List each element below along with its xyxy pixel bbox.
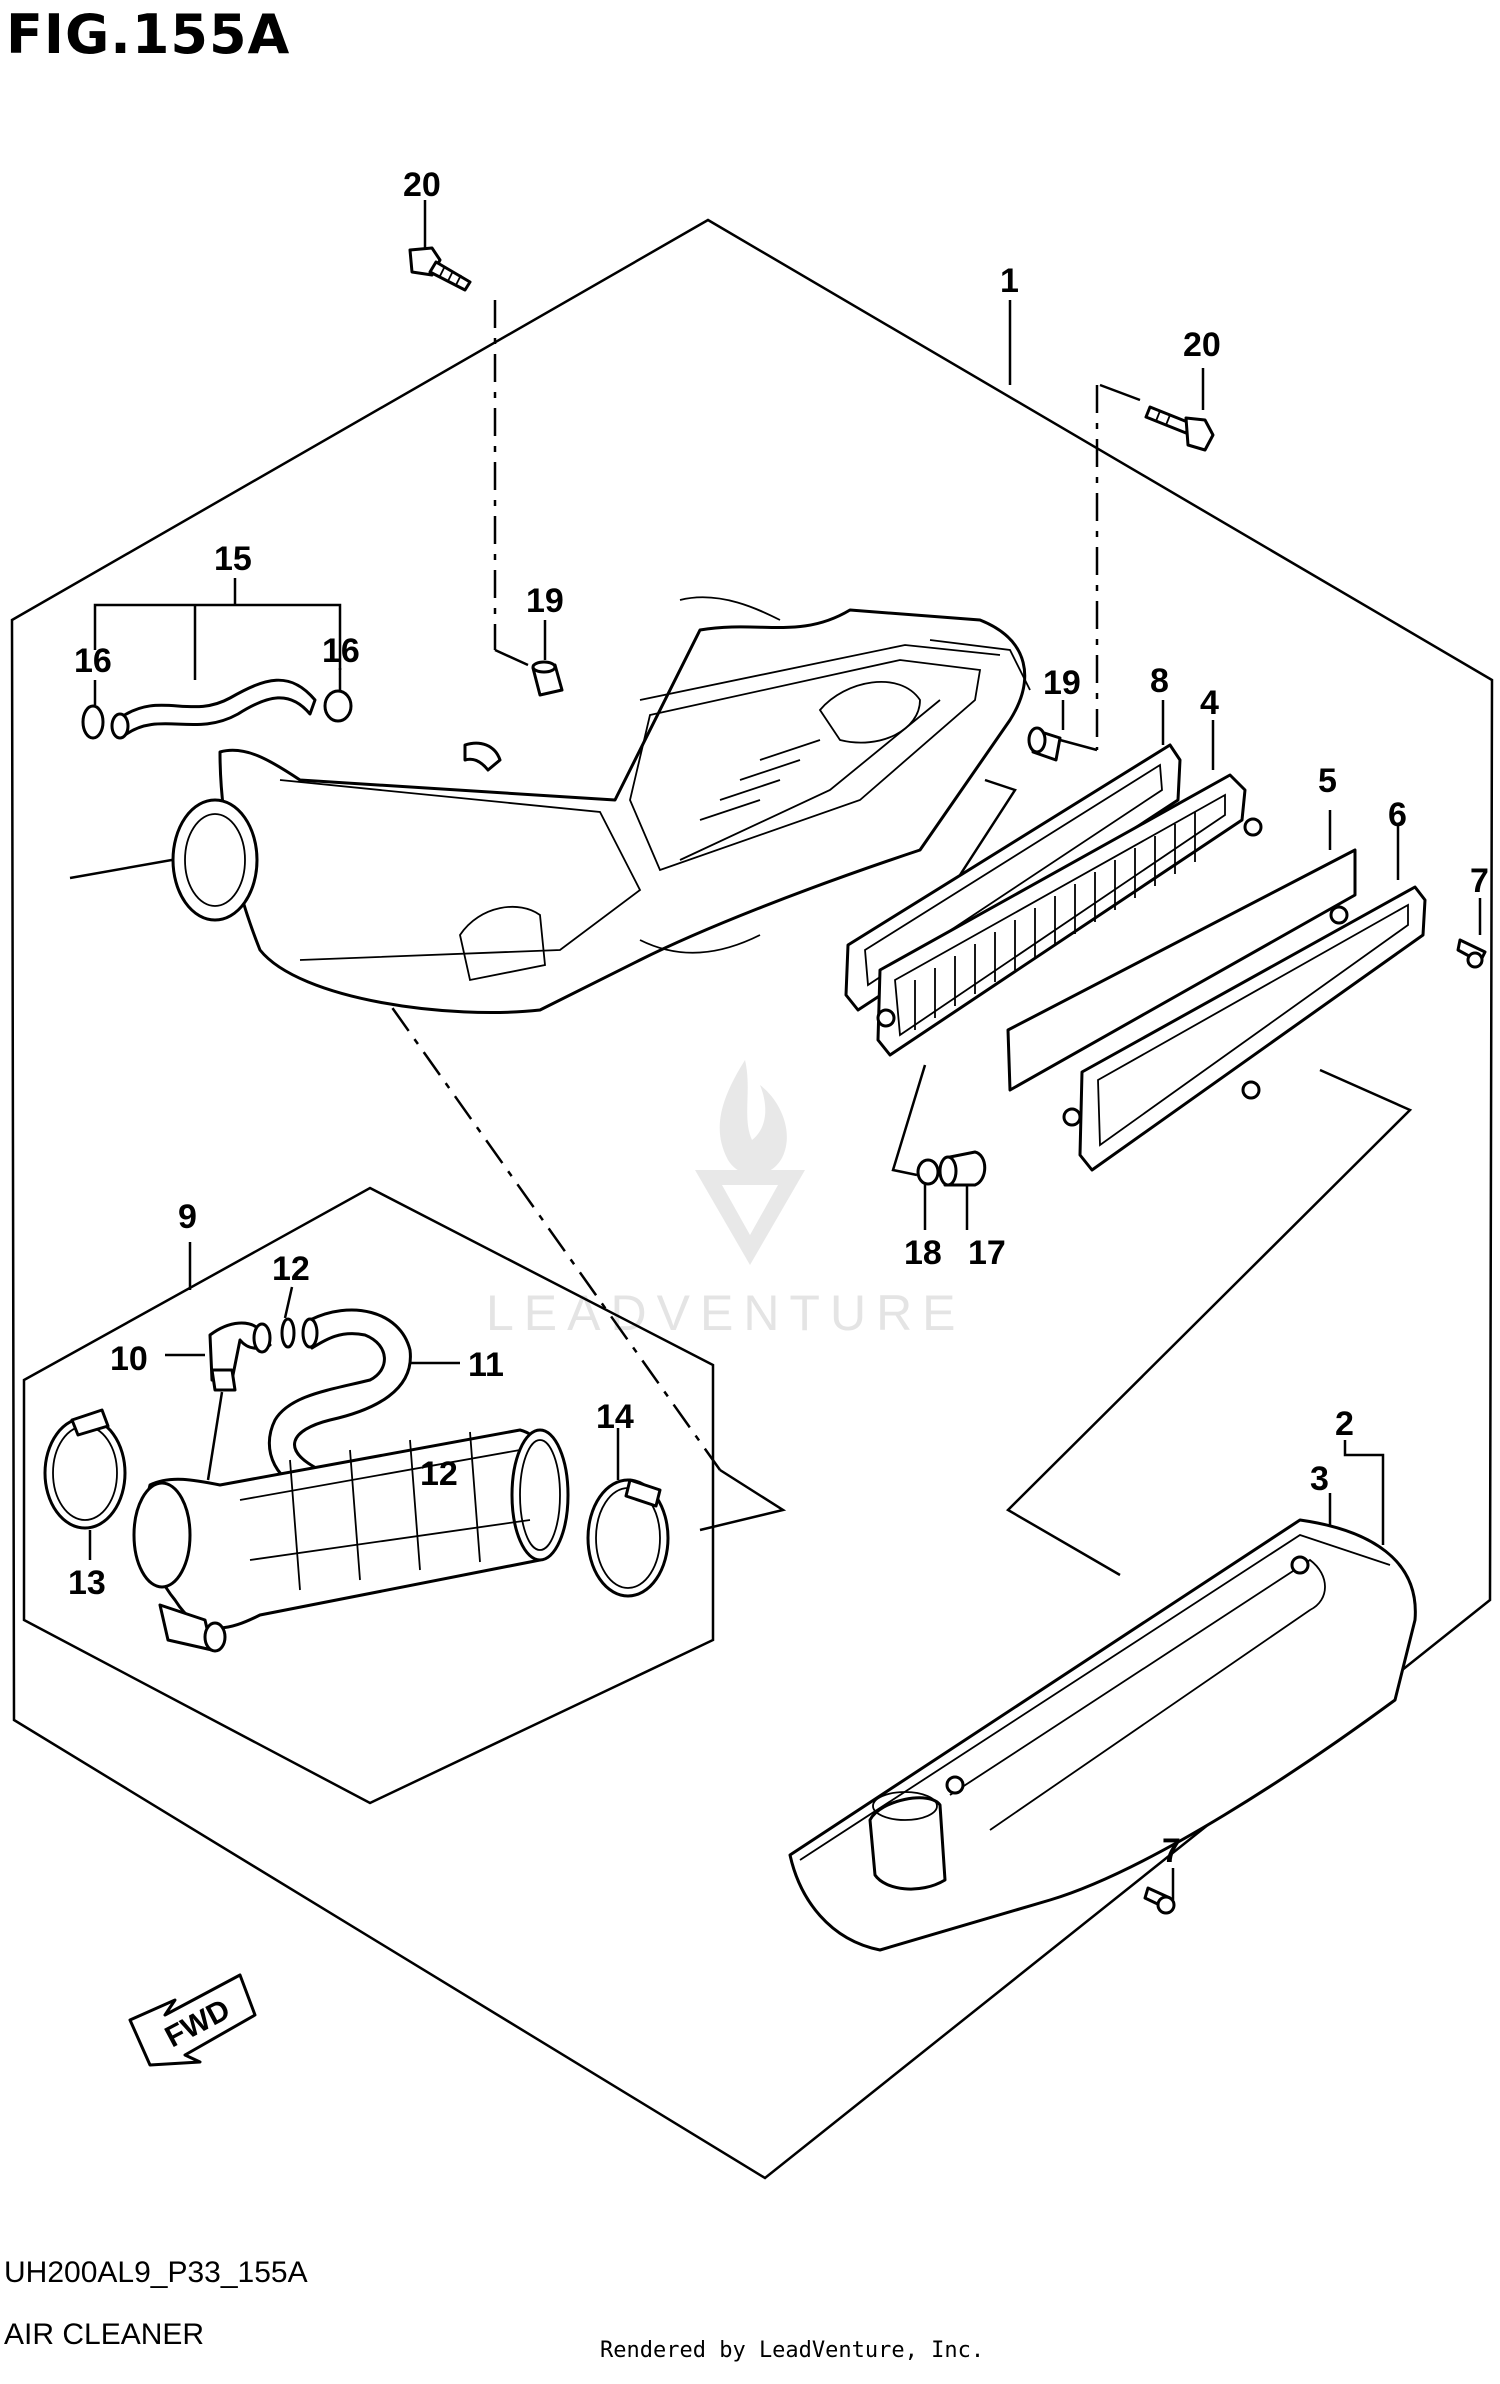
callout-20-right: 20 <box>1183 326 1221 364</box>
leader-15 <box>93 603 342 670</box>
leader-box-to-cover <box>1005 1068 1413 1577</box>
callout-16-right: 16 <box>322 632 360 670</box>
leader-filter-case <box>958 778 1017 876</box>
callout-17: 17 <box>968 1234 1006 1272</box>
callout-9: 9 <box>178 1198 197 1236</box>
callout-15: 15 <box>214 540 252 578</box>
intake-port <box>171 798 259 922</box>
callout-12-bottom: 12 <box>420 1455 458 1493</box>
callout-labels: 1 2 3 4 5 6 7 7 8 9 10 11 12 12 13 14 15… <box>68 166 1489 1870</box>
watermark-flame-icon <box>719 1060 787 1175</box>
breather-hose-15 <box>118 678 317 737</box>
callout-13: 13 <box>68 1564 106 1602</box>
leader-intake-hose-dash <box>328 919 722 1471</box>
callout-2: 2 <box>1335 1405 1354 1443</box>
filter-frame-6 <box>1062 826 1427 1172</box>
intake-pipe <box>132 1428 570 1653</box>
figure-code: UH200AL9_P33_155A <box>4 2256 308 2289</box>
callout-10: 10 <box>110 1340 148 1378</box>
callout-12-top: 12 <box>272 1250 310 1288</box>
callout-19-right: 19 <box>1043 664 1081 702</box>
fwd-arrow-icon: FWD <box>128 1973 257 2067</box>
filter-element-4 <box>876 720 1263 1057</box>
figure-title: FIG.155A <box>6 3 291 66</box>
clamp-14 <box>586 1428 670 1598</box>
intake-port-inner <box>184 813 246 907</box>
callout-11: 11 <box>468 1346 504 1384</box>
main-assembly-frame <box>10 218 1494 2180</box>
callout-1: 1 <box>1000 262 1019 300</box>
leader-bolt20-right-end <box>1059 738 1098 752</box>
callout-19-left: 19 <box>526 582 564 620</box>
callout-18: 18 <box>904 1234 942 1272</box>
watermark-text: LEADVENTURE <box>486 1285 966 1341</box>
callout-5: 5 <box>1318 762 1337 800</box>
elbow-10 <box>165 1321 272 1481</box>
watermark-v-icon <box>695 1170 805 1265</box>
sponge-5 <box>1006 810 1357 1092</box>
drain-plug-17-18 <box>891 1064 987 1230</box>
callout-8: 8 <box>1150 662 1169 700</box>
callout-16-left: 16 <box>74 642 112 680</box>
cover-2-3 <box>788 1440 1417 1952</box>
figure-name: AIR CLEANER <box>4 2318 205 2351</box>
clip-16-left <box>81 704 105 740</box>
clamp-13 <box>43 1408 127 1560</box>
breather-hose-15-end <box>110 712 130 740</box>
callout-3: 3 <box>1310 1460 1329 1498</box>
grommet-19-left-top <box>531 660 557 674</box>
render-credit: Rendered by LeadVenture, Inc. <box>600 2338 985 2363</box>
callout-6: 6 <box>1388 796 1407 834</box>
hose-assembly-frame <box>22 1186 715 1805</box>
callout-7-bottom: 7 <box>1162 1832 1181 1870</box>
callout-20-left: 20 <box>403 166 441 204</box>
leader-12-top <box>283 1286 294 1319</box>
bolt-20-left <box>408 200 472 292</box>
leader-hose-frame <box>699 1468 787 1532</box>
bolt-20-right <box>1144 368 1215 452</box>
leader-bolt20-left-end <box>494 648 529 667</box>
clip-12-top <box>280 1317 296 1349</box>
leader-bolt20-right <box>1099 383 1141 402</box>
grommet-19-right-top <box>1027 726 1047 754</box>
screw-7-bottom-head <box>1156 1895 1176 1915</box>
callout-14: 14 <box>596 1398 634 1436</box>
air-cleaner-case-1 <box>218 596 1031 1014</box>
watermark: LEADVENTURE <box>486 1060 966 1341</box>
callout-4: 4 <box>1200 684 1219 722</box>
clip-16-right <box>323 689 353 723</box>
screw-7-top-head <box>1466 951 1484 969</box>
callout-7-top: 7 <box>1470 862 1489 900</box>
